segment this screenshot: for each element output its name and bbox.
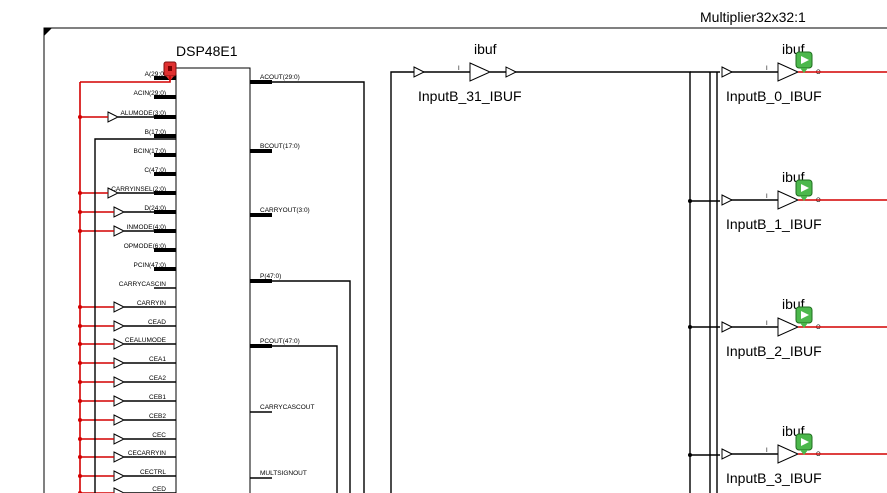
dsp-input-pin[interactable]: ALUMODE(3:0) bbox=[107, 110, 176, 123]
dsp-input-pin[interactable]: CARRYCASCIN bbox=[119, 281, 176, 289]
dsp-output-pin[interactable]: P(47:0) bbox=[250, 273, 281, 283]
dsp-output-pins: ACOUT(29:0) BCOUT(17:0) CARRYOUT(3:0) P(47:… bbox=[250, 74, 314, 479]
dsp-input-pin[interactable]: CEALUMODE bbox=[113, 337, 176, 350]
dsp-cell-box[interactable] bbox=[175, 67, 251, 493]
ibuf-type-label: ibuf bbox=[474, 41, 497, 57]
dsp-input-pin-label: CEAD bbox=[148, 319, 166, 326]
error-marker-icon[interactable] bbox=[163, 61, 177, 81]
dsp-output-pin-label: CARRYOUT(3:0) bbox=[260, 207, 310, 214]
dsp-input-pin[interactable]: CECTRL bbox=[113, 469, 176, 482]
dsp-input-pin-label: C(47:0) bbox=[144, 167, 166, 174]
dsp-input-pin[interactable]: D(24:0) bbox=[113, 205, 176, 218]
dsp-output-pin-label: ACOUT(29:0) bbox=[260, 74, 300, 81]
dsp-input-pin-label: ACIN(29:0) bbox=[133, 90, 166, 97]
dsp-input-pin-label: CECTRL bbox=[140, 469, 166, 476]
ok-marker-icon[interactable] bbox=[795, 179, 813, 201]
dsp-input-pin-label: CEA2 bbox=[149, 375, 166, 382]
dsp-input-pin[interactable]: CARRYIN bbox=[113, 300, 176, 313]
dsp-input-pin-label: ALUMODE(3:0) bbox=[120, 110, 166, 117]
dsp-input-pin-label: CEA1 bbox=[149, 356, 166, 363]
dsp-input-pin[interactable]: CEA1 bbox=[113, 356, 176, 369]
dsp-output-pin[interactable]: MULTSIGNOUT bbox=[250, 470, 307, 479]
dsp-input-pin-label: CARRYIN bbox=[137, 300, 166, 307]
nets[interactable] bbox=[94, 71, 720, 493]
dsp-input-pin-label: CEALUMODE bbox=[125, 337, 167, 344]
dsp-input-pin[interactable]: BCIN(17:0) bbox=[133, 148, 176, 157]
dsp-output-pin-label: BCOUT(17:0) bbox=[260, 143, 300, 150]
dsp-input-pin-label: CEB2 bbox=[149, 413, 166, 420]
ok-marker-icon[interactable] bbox=[795, 433, 813, 455]
dsp-input-pin[interactable]: CECARRYIN bbox=[113, 450, 176, 463]
dsp-input-pin-label: BCIN(17:0) bbox=[133, 148, 166, 155]
dsp-input-pin-label: B(17:0) bbox=[145, 129, 166, 136]
dsp48e1-cell[interactable]: DSP48E1 A(29:0) ACIN(29:0) ALUMODE(3:0) B(1… bbox=[107, 43, 314, 493]
dsp-input-pins: A(29:0) ACIN(29:0) ALUMODE(3:0) B(17:0) BCIN… bbox=[107, 71, 176, 493]
dsp-input-pin-label: D(24:0) bbox=[144, 205, 166, 212]
dsp-input-pin[interactable]: ACIN(29:0) bbox=[133, 90, 176, 99]
ibuf-pin-o: O bbox=[816, 198, 821, 204]
dsp-input-pin[interactable]: PCIN(47:0) bbox=[133, 262, 176, 271]
dsp-input-pin-label: CEC bbox=[152, 432, 166, 439]
ibuf-pin-o: O bbox=[816, 452, 821, 458]
ibuf-pin-i: I bbox=[766, 321, 768, 327]
dsp-input-pin-label: PCIN(47:0) bbox=[133, 262, 166, 269]
dsp-input-pin-label: CED bbox=[152, 486, 166, 493]
dsp-output-pin-label: PCOUT(47:0) bbox=[260, 338, 300, 345]
dsp-input-pin[interactable]: CEB1 bbox=[113, 394, 176, 407]
dsp-input-pin[interactable]: C(47:0) bbox=[144, 167, 176, 176]
dsp-input-pin-label: INMODE(4:0) bbox=[127, 224, 166, 231]
ibuf-instance-name: InputB_1_IBUF bbox=[726, 216, 822, 232]
ibuf-cells[interactable]: ibufIOInputB_31_IBUFibufIOInputB_0_IBUFi… bbox=[413, 41, 887, 486]
dsp-output-pin[interactable]: CARRYOUT(3:0) bbox=[250, 207, 310, 217]
dsp-input-pin[interactable]: CEA2 bbox=[113, 375, 176, 388]
ibuf-pin-i: I bbox=[766, 194, 768, 200]
dsp-output-pin-label: MULTSIGNOUT bbox=[260, 470, 307, 477]
ibuf-pin-o: O bbox=[816, 70, 821, 76]
dsp-cell-name: DSP48E1 bbox=[176, 43, 238, 59]
dsp-output-pin[interactable]: PCOUT(47:0) bbox=[250, 338, 300, 348]
dsp-input-pin[interactable]: B(17:0) bbox=[145, 129, 176, 138]
ok-marker-icon[interactable] bbox=[795, 51, 813, 73]
dsp-output-pin[interactable]: BCOUT(17:0) bbox=[250, 143, 300, 153]
ok-marker-icon[interactable] bbox=[795, 306, 813, 328]
dsp-input-pin[interactable]: CEB2 bbox=[113, 413, 176, 426]
dsp-input-pin[interactable]: CEC bbox=[113, 432, 176, 445]
dsp-input-pin-label: A(29:0) bbox=[145, 71, 166, 78]
dsp-input-pin-label: CARRYINSEL(2:0) bbox=[111, 186, 166, 193]
dsp-input-pin[interactable]: INMODE(4:0) bbox=[113, 224, 176, 237]
dsp-input-pin[interactable]: CED bbox=[113, 486, 176, 493]
dsp-output-pin[interactable]: ACOUT(29:0) bbox=[250, 74, 300, 84]
dsp-input-pin-label: OPMODE(6:0) bbox=[124, 243, 166, 250]
dsp-input-pin[interactable]: CEAD bbox=[113, 319, 176, 332]
dsp-input-pin[interactable]: OPMODE(6:0) bbox=[124, 243, 176, 252]
highlighted-net[interactable] bbox=[78, 76, 171, 493]
ibuf-pin-i: I bbox=[766, 66, 768, 72]
dsp-output-pin-label: P(47:0) bbox=[260, 273, 281, 280]
ibuf-instance-name: InputB_2_IBUF bbox=[726, 343, 822, 359]
ibuf-instance-name: InputB_0_IBUF bbox=[726, 88, 822, 104]
ibuf-pin-o: O bbox=[816, 325, 821, 331]
dsp-output-pin[interactable]: CARRYCASCOUT bbox=[250, 404, 314, 413]
dsp-input-pin-label: CECARRYIN bbox=[128, 450, 166, 457]
ibuf-pin-i: I bbox=[458, 66, 460, 72]
dsp-input-pin-label: CEB1 bbox=[149, 394, 166, 401]
dsp-input-pin[interactable]: CARRYINSEL(2:0) bbox=[107, 186, 176, 199]
dsp-input-pin-label: CARRYCASCIN bbox=[119, 281, 167, 288]
dsp-output-pin-label: CARRYCASCOUT bbox=[260, 404, 314, 411]
ibuf-instance-name: InputB_3_IBUF bbox=[726, 470, 822, 486]
design-title: Multiplier32x32:1 bbox=[700, 9, 806, 25]
ibuf-pin-i: I bbox=[766, 448, 768, 454]
ibuf-instance-name: InputB_31_IBUF bbox=[418, 88, 522, 104]
frame-corner-marker bbox=[44, 28, 52, 36]
